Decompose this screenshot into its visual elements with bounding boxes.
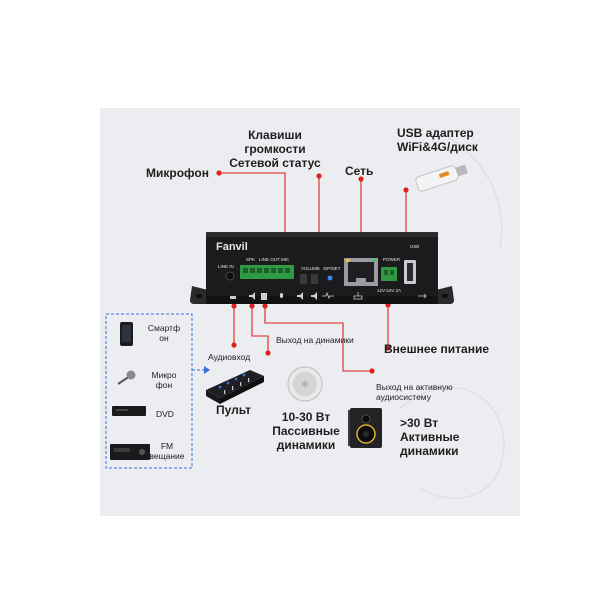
terminal-screw xyxy=(390,270,394,275)
callout-dot xyxy=(231,303,237,309)
label-usb: USB адаптер WiFi&4G/диск xyxy=(397,126,478,154)
device-bottom-edge xyxy=(206,296,438,304)
dvd-player-icon xyxy=(112,406,146,416)
device-body xyxy=(206,232,438,304)
label-microphone: Микрофон xyxy=(146,166,209,180)
ethernet-face-icon xyxy=(353,292,363,300)
mount-hole xyxy=(196,294,202,298)
rj45-socket xyxy=(348,262,374,282)
callout-dot xyxy=(265,350,271,356)
rj45-clip xyxy=(356,278,366,282)
callout-line-spk xyxy=(251,306,269,353)
silk-usb: USB xyxy=(410,244,419,249)
source-label-microphone: Микро фон xyxy=(151,370,177,390)
terminal-block-power xyxy=(381,267,397,281)
source-label-dvd: DVD xyxy=(156,409,174,419)
volume-up-face-icon xyxy=(311,292,317,300)
silk-mic: MIC xyxy=(281,257,290,262)
source-label-smartphone: Смартф он xyxy=(147,323,181,343)
label-keys: Клавиши громкости Сетевой статус xyxy=(229,128,321,170)
bg-swoosh-2 xyxy=(429,127,503,249)
network-face-icon xyxy=(322,291,334,299)
network-status-led xyxy=(327,275,333,281)
audio-gateway-device: Fanvil SPK LINE OUT MIC LINE IN VOLUME S… xyxy=(190,232,454,304)
rj45-led-right xyxy=(372,259,376,262)
callout-dot xyxy=(385,345,391,351)
volume-up-button xyxy=(311,274,318,284)
callout-dot xyxy=(316,173,322,179)
fm-radio-icon xyxy=(110,444,150,460)
device-face-icons xyxy=(230,291,427,300)
silk-sip-net: SIP/NET xyxy=(323,266,341,271)
diagram-canvas: Fanvil SPK LINE OUT MIC LINE IN VOLUME S… xyxy=(105,127,505,500)
callout-lines xyxy=(219,172,407,372)
callout-dot xyxy=(216,170,222,176)
callout-line-mic xyxy=(219,172,286,253)
brand-logo: Fanvil xyxy=(216,241,248,253)
label-mixer: Пульт xyxy=(216,403,251,417)
volume-down-face-icon xyxy=(297,292,303,300)
terminal-screws xyxy=(243,268,290,273)
usb-dongle-icon xyxy=(415,164,468,192)
label-active-speakers: >30 Вт Активные динамики xyxy=(400,416,460,458)
line-in-jack xyxy=(225,271,235,281)
terminal-screw xyxy=(384,270,388,275)
silk-line-out: LINE OUT xyxy=(259,257,280,262)
label-network: Сеть xyxy=(345,164,374,178)
sources-connector-arrow xyxy=(204,366,210,374)
callout-dot xyxy=(249,303,255,309)
usb-socket xyxy=(407,263,413,281)
source-label-fm: FM вещание xyxy=(149,441,185,461)
device-top-edge xyxy=(206,232,438,237)
usb-face-icon xyxy=(418,293,427,299)
callout-dot xyxy=(403,187,409,193)
mount-hole xyxy=(442,294,448,298)
sources-box xyxy=(105,313,193,469)
silk-spk: SPK xyxy=(246,257,255,262)
silk-line-in: LINE IN xyxy=(218,264,234,269)
rj45-led-left xyxy=(346,259,350,262)
active-speaker-icon xyxy=(348,408,382,448)
silk-power: POWER xyxy=(383,257,401,262)
silk-rating: 12V-24V 2A xyxy=(377,288,401,293)
microphone-icon xyxy=(117,370,136,385)
label-active-output: Выход на активную аудиосистему xyxy=(376,382,453,402)
callout-dot xyxy=(231,342,237,348)
callout-dot xyxy=(262,303,268,309)
label-speaker-output: Выход на динамики xyxy=(276,335,354,345)
mic-face-icon xyxy=(280,293,283,298)
callout-dot xyxy=(358,176,364,182)
label-audio-input: Аудиовход xyxy=(208,352,251,362)
callout-dot xyxy=(369,368,375,374)
line-out-face-icon xyxy=(261,293,267,300)
diagram-panel: Fanvil SPK LINE OUT MIC LINE IN VOLUME S… xyxy=(100,108,520,516)
volume-down-button xyxy=(300,274,307,284)
smartphone-screen xyxy=(122,325,131,342)
mixer-console-icon xyxy=(206,370,264,404)
bg-swoosh xyxy=(399,386,505,500)
silk-volume: VOLUME xyxy=(301,266,320,271)
line-in-face-icon xyxy=(230,296,236,299)
label-passive-speakers: 10-30 Вт Пассивные динамики xyxy=(272,410,340,452)
callout-line-active xyxy=(264,306,372,372)
passive-speaker-icon xyxy=(287,366,323,402)
speaker-face-icon xyxy=(249,292,255,300)
label-external-power: Внешнее питание xyxy=(384,342,489,356)
